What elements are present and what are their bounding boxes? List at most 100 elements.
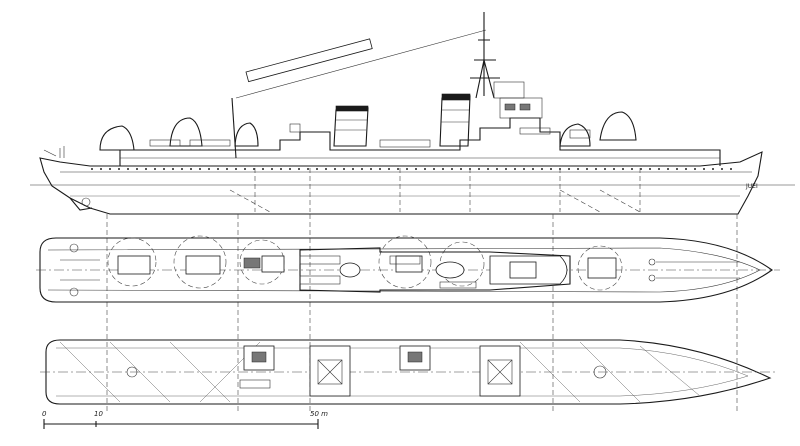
porthole	[622, 168, 624, 170]
porthole	[640, 168, 642, 170]
antenna-wire	[235, 29, 487, 99]
hull-diagonals	[59, 341, 701, 403]
porthole	[226, 168, 228, 170]
porthole	[136, 168, 138, 170]
frame-lines	[229, 168, 641, 213]
porthole	[109, 168, 111, 170]
porthole	[604, 168, 606, 170]
aft-turret-dome	[99, 125, 135, 151]
deck-superstructure	[299, 247, 571, 293]
propeller	[81, 197, 91, 207]
projection-lines	[106, 214, 738, 412]
portholes	[91, 168, 732, 170]
aft-funnel-top	[339, 262, 361, 278]
porthole	[595, 168, 597, 170]
porthole	[613, 168, 615, 170]
deck-outline	[39, 237, 773, 303]
porthole	[388, 168, 390, 170]
porthole	[541, 168, 543, 170]
turret-blocks	[117, 255, 617, 279]
porthole	[334, 168, 336, 170]
aft-funnel-cap	[335, 105, 369, 112]
porthole	[631, 168, 633, 170]
anchor-chains	[648, 258, 740, 282]
porthole	[649, 168, 651, 170]
hull-plan-view	[40, 339, 778, 405]
porthole	[325, 168, 327, 170]
porthole	[145, 168, 147, 170]
porthole	[343, 168, 345, 170]
porthole	[703, 168, 705, 170]
aft-mast	[231, 97, 237, 159]
porthole	[685, 168, 687, 170]
hull-profile	[39, 151, 763, 215]
scale-tick-0: 0	[42, 410, 47, 418]
porthole	[208, 168, 210, 170]
fore-funnel-cap	[441, 93, 471, 101]
fore-funnel	[439, 95, 471, 147]
porthole	[523, 168, 525, 170]
porthole	[307, 168, 309, 170]
porthole	[568, 168, 570, 170]
scale-tick-50: 50 m	[310, 410, 328, 418]
porthole	[163, 168, 165, 170]
scale-bar: 0 10 50 m	[42, 410, 328, 429]
porthole	[280, 168, 282, 170]
porthole	[118, 168, 120, 170]
porthole	[154, 168, 156, 170]
porthole	[289, 168, 291, 170]
porthole	[442, 168, 444, 170]
porthole	[316, 168, 318, 170]
porthole	[577, 168, 579, 170]
porthole	[586, 168, 588, 170]
aft-deck-details	[60, 243, 100, 297]
porthole	[415, 168, 417, 170]
porthole	[451, 168, 453, 170]
porthole	[712, 168, 714, 170]
porthole	[487, 168, 489, 170]
scale-tick-10: 10	[94, 410, 103, 418]
porthole	[514, 168, 516, 170]
porthole	[694, 168, 696, 170]
rudder	[69, 197, 93, 211]
hull-circles	[126, 365, 607, 389]
porthole	[298, 168, 300, 170]
foremast	[470, 12, 500, 99]
deck-fittings	[43, 123, 591, 158]
porthole	[379, 168, 381, 170]
porthole	[721, 168, 723, 170]
porthole	[550, 168, 552, 170]
porthole	[676, 168, 678, 170]
porthole	[397, 168, 399, 170]
porthole	[100, 168, 102, 170]
porthole	[460, 168, 462, 170]
porthole	[478, 168, 480, 170]
porthole	[235, 168, 237, 170]
porthole	[244, 168, 246, 170]
porthole	[433, 168, 435, 170]
porthole	[496, 168, 498, 170]
porthole	[730, 168, 732, 170]
deck-plan-view	[36, 235, 780, 303]
hull-plan-outline	[45, 339, 772, 405]
hull-deckhouses	[243, 345, 521, 397]
porthole	[424, 168, 426, 170]
porthole	[127, 168, 129, 170]
aft-funnel	[333, 107, 369, 147]
porthole	[532, 168, 534, 170]
porthole	[658, 168, 660, 170]
porthole	[352, 168, 354, 170]
porthole	[505, 168, 507, 170]
torpedo-mounts	[299, 255, 477, 289]
porthole	[370, 168, 372, 170]
bow-marking: JUEI	[745, 183, 758, 190]
porthole	[199, 168, 201, 170]
fore-funnel-top	[435, 261, 465, 279]
porthole	[91, 168, 93, 170]
porthole	[361, 168, 363, 170]
porthole	[181, 168, 183, 170]
side-profile-view: JUEI	[30, 12, 795, 215]
main-superstructure	[119, 117, 721, 166]
porthole	[667, 168, 669, 170]
